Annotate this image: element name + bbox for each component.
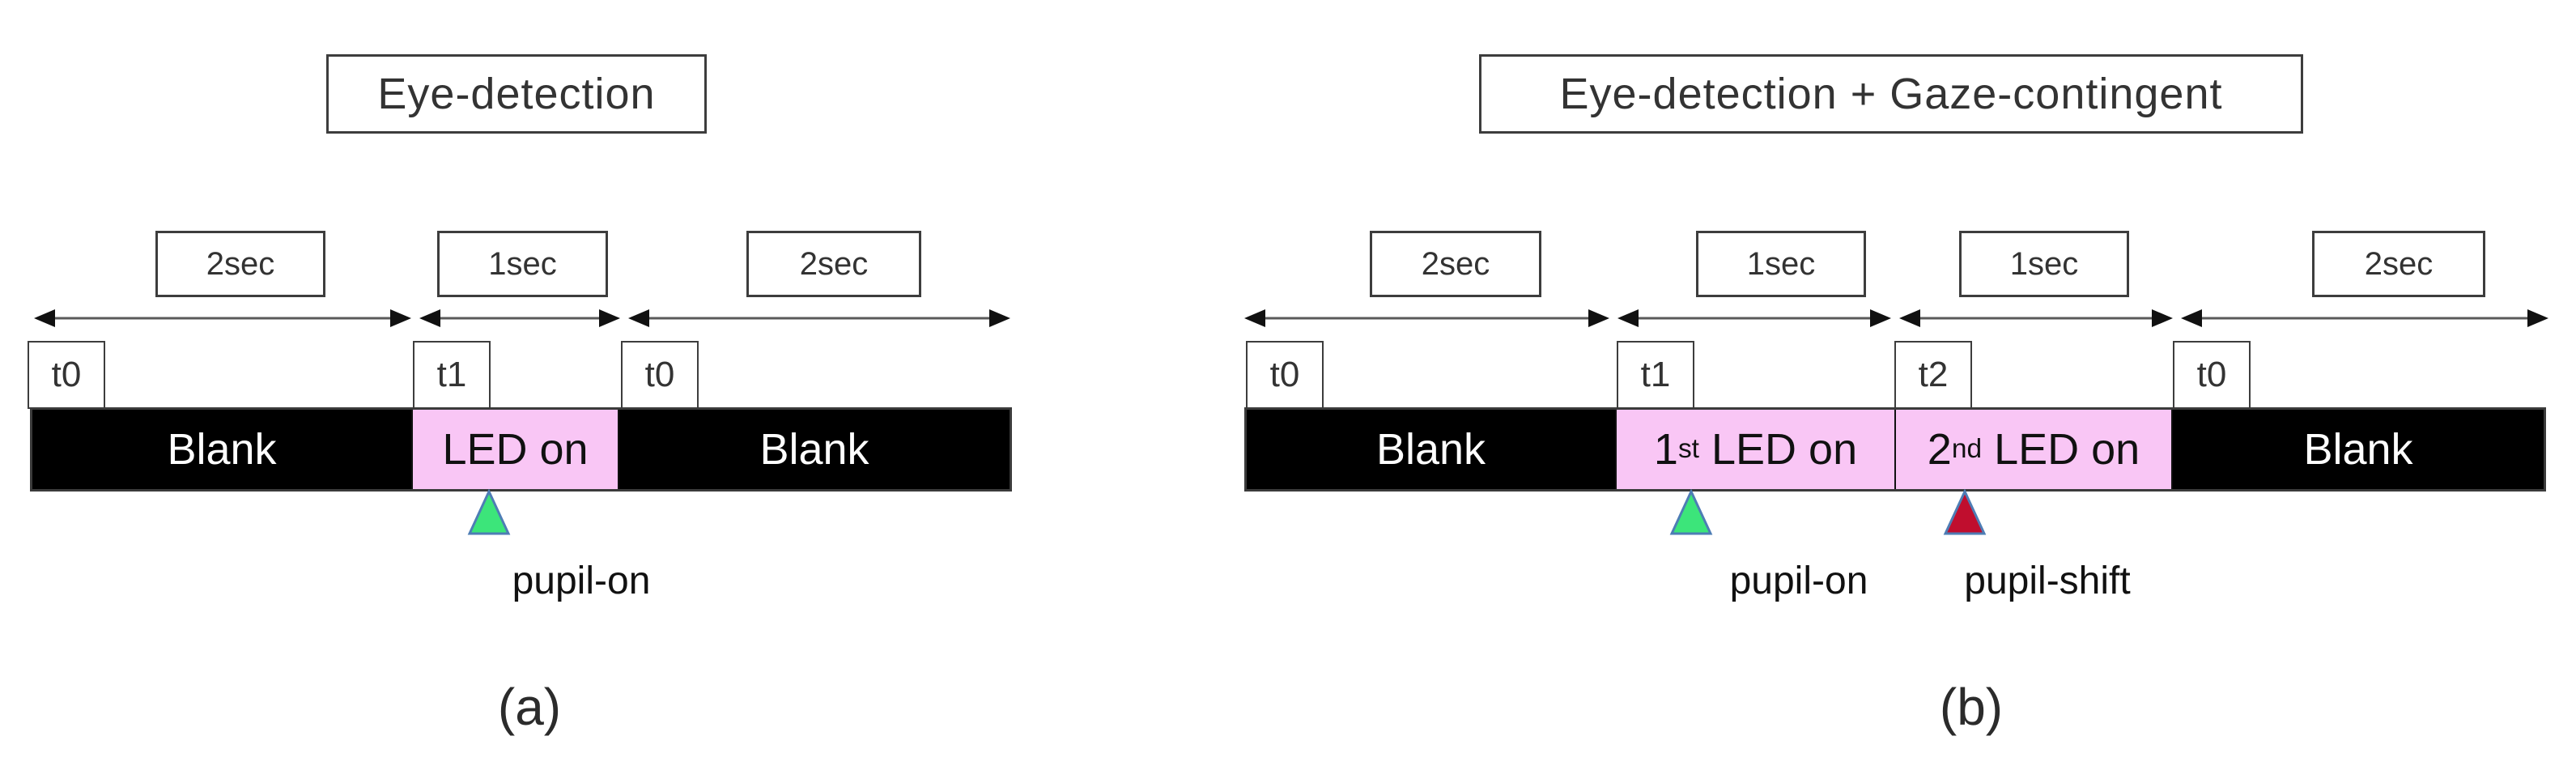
panel-a-segment-blank-2: Blank — [619, 410, 1010, 489]
arrow-head-right-icon — [989, 309, 1010, 327]
panel-b-duration-box-3: 1sec — [1959, 231, 2129, 297]
segment-label: LED on — [1982, 425, 2140, 474]
duration-label: 2sec — [799, 245, 869, 282]
panel-a-duration-box-3: 2sec — [746, 231, 921, 297]
panel-b-segment-blank-1: Blank — [1247, 410, 1615, 489]
segment-label: Blank — [2303, 425, 2413, 474]
segment-label: LED on — [1698, 425, 1858, 474]
panel-a-time-marker-t0-start: t0 — [28, 341, 105, 409]
pupil-shift-red-triangle-icon — [1943, 489, 1987, 535]
duration-label: 1sec — [2009, 245, 2079, 282]
panel-b-time-marker-t1: t1 — [1617, 341, 1694, 409]
segment-label: Blank — [759, 425, 869, 474]
panel-a-pupil-on-label: pupil-on — [512, 560, 651, 602]
panel-a-title: Eye-detection — [377, 70, 656, 118]
panel-a-time-marker-t0-end: t0 — [621, 341, 699, 409]
time-marker-label: t1 — [436, 355, 467, 394]
time-marker-label: t2 — [1918, 355, 1949, 394]
panel-a-timeline-arrows — [34, 309, 1010, 327]
panel-b-pupil-on-label: pupil-on — [1729, 560, 1868, 602]
duration-label: 1sec — [1746, 245, 1816, 282]
panel-b-timeline-arrows — [1244, 309, 2548, 327]
panel-a-caption: (a) — [497, 678, 562, 736]
panel-b-time-marker-t0-end: t0 — [2173, 341, 2251, 409]
arrow-head-left-icon — [34, 309, 55, 327]
panel-b-segment-blank-2: Blank — [2173, 410, 2544, 489]
panel-b-time-marker-t0-start: t0 — [1246, 341, 1324, 409]
time-marker-label: t1 — [1640, 355, 1671, 394]
segment-label: Blank — [167, 425, 277, 474]
duration-label: 1sec — [488, 245, 557, 282]
arrow-head-right-icon — [2527, 309, 2548, 327]
arrow-head-left-icon — [1617, 309, 1639, 327]
arrow-head-left-icon — [1899, 309, 1920, 327]
panel-a-time-marker-t1: t1 — [413, 341, 491, 409]
panel-b-caption: (b) — [1939, 678, 2004, 736]
panel-a-duration-box-1: 2sec — [155, 231, 325, 297]
time-marker-label: t0 — [2196, 355, 2227, 394]
panel-b-title: Eye-detection + Gaze-contingent — [1559, 70, 2223, 118]
segment-label: 2 — [1927, 425, 1952, 474]
pupil-on-green-triangle-icon — [1669, 489, 1713, 535]
arrow-head-right-icon — [599, 309, 620, 327]
panel-a-title-box: Eye-detection — [326, 54, 707, 134]
segment-label: Blank — [1375, 425, 1486, 474]
time-marker-label: t0 — [51, 355, 82, 394]
arrow-head-right-icon — [2152, 309, 2173, 327]
duration-label: 2sec — [2364, 245, 2434, 282]
arrow-head-left-icon — [419, 309, 440, 327]
time-marker-label: t0 — [644, 355, 675, 394]
arrow-head-left-icon — [2181, 309, 2202, 327]
arrow-head-right-icon — [390, 309, 411, 327]
panel-b-pupil-shift-label: pupil-shift — [1964, 560, 2131, 602]
panel-a-segment-blank-1: Blank — [32, 410, 411, 489]
panel-b-duration-box-2: 1sec — [1696, 231, 1866, 297]
panel-b-title-box: Eye-detection + Gaze-contingent — [1479, 54, 2303, 134]
panel-b-duration-box-1: 2sec — [1370, 231, 1541, 297]
panel-a-segment-led-on: LED on — [411, 410, 619, 489]
segment-label: 1 — [1653, 425, 1678, 474]
panel-a-stimulus-bar: Blank LED on Blank — [30, 407, 1012, 492]
panel-b-time-marker-t2: t2 — [1894, 341, 1972, 409]
duration-label: 2sec — [1421, 245, 1490, 282]
arrow-head-right-icon — [1588, 309, 1609, 327]
time-marker-label: t0 — [1269, 355, 1300, 394]
segment-label: LED on — [442, 425, 589, 474]
arrow-head-left-icon — [1244, 309, 1265, 327]
panel-b-duration-box-4: 2sec — [2312, 231, 2485, 297]
panel-a-duration-box-2: 1sec — [437, 231, 608, 297]
arrow-head-left-icon — [628, 309, 649, 327]
pupil-on-green-triangle-icon — [467, 489, 511, 535]
arrow-head-right-icon — [1870, 309, 1891, 327]
duration-label: 2sec — [206, 245, 275, 282]
